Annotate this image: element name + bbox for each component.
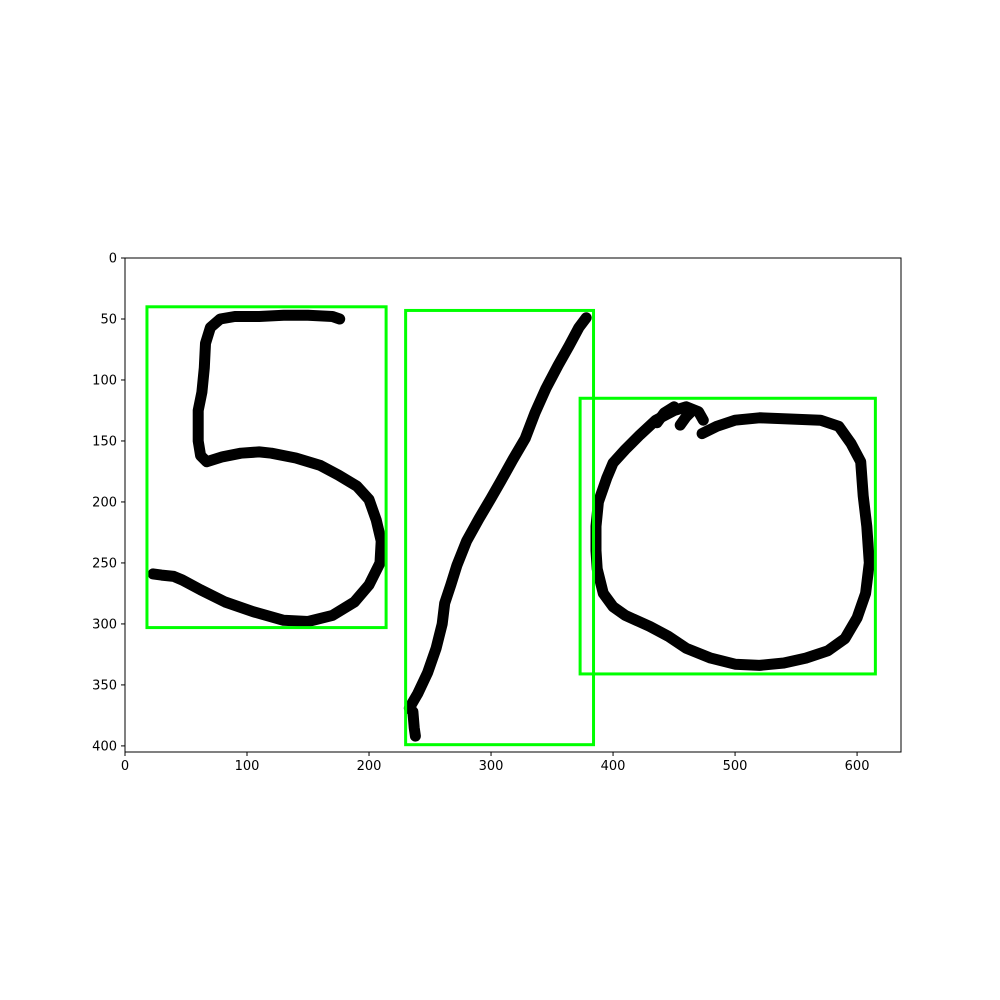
y-tick-label: 200 <box>92 495 117 510</box>
bounding-box-2 <box>404 308 596 747</box>
bounding-box-1 <box>145 305 388 630</box>
y-tick-label: 150 <box>92 434 117 449</box>
x-tick-label: 500 <box>723 759 748 774</box>
y-tick-label: 350 <box>92 678 117 693</box>
axes-frame <box>124 257 902 753</box>
y-tick-label: 100 <box>92 373 117 388</box>
x-tick-label: 600 <box>845 759 870 774</box>
y-tick-label: 300 <box>92 617 117 632</box>
plot-area <box>145 305 877 747</box>
y-tick-label: 50 <box>100 312 117 327</box>
stroke-slash <box>403 312 592 742</box>
x-tick-label: 0 <box>121 759 129 774</box>
x-tick-label: 100 <box>235 759 260 774</box>
stroke-digit-0-hook-1 <box>651 401 680 429</box>
bounding-box-3 <box>578 396 877 676</box>
axis-ticks: 0 100 200 300 400 500 600 0 50 100 150 200 250 300 350… <box>92 252 869 775</box>
stroke-digit-0 <box>590 401 875 671</box>
y-tick-label: 250 <box>92 556 117 571</box>
x-tick-label: 300 <box>479 759 504 774</box>
stroke-digit-5 <box>147 309 387 627</box>
y-tick-label: 400 <box>92 739 117 754</box>
x-tick-label: 400 <box>601 759 626 774</box>
stroke-digit-0-hook-2 <box>674 405 698 431</box>
y-tick-label: 0 <box>109 252 117 267</box>
x-tick-label: 200 <box>357 759 382 774</box>
